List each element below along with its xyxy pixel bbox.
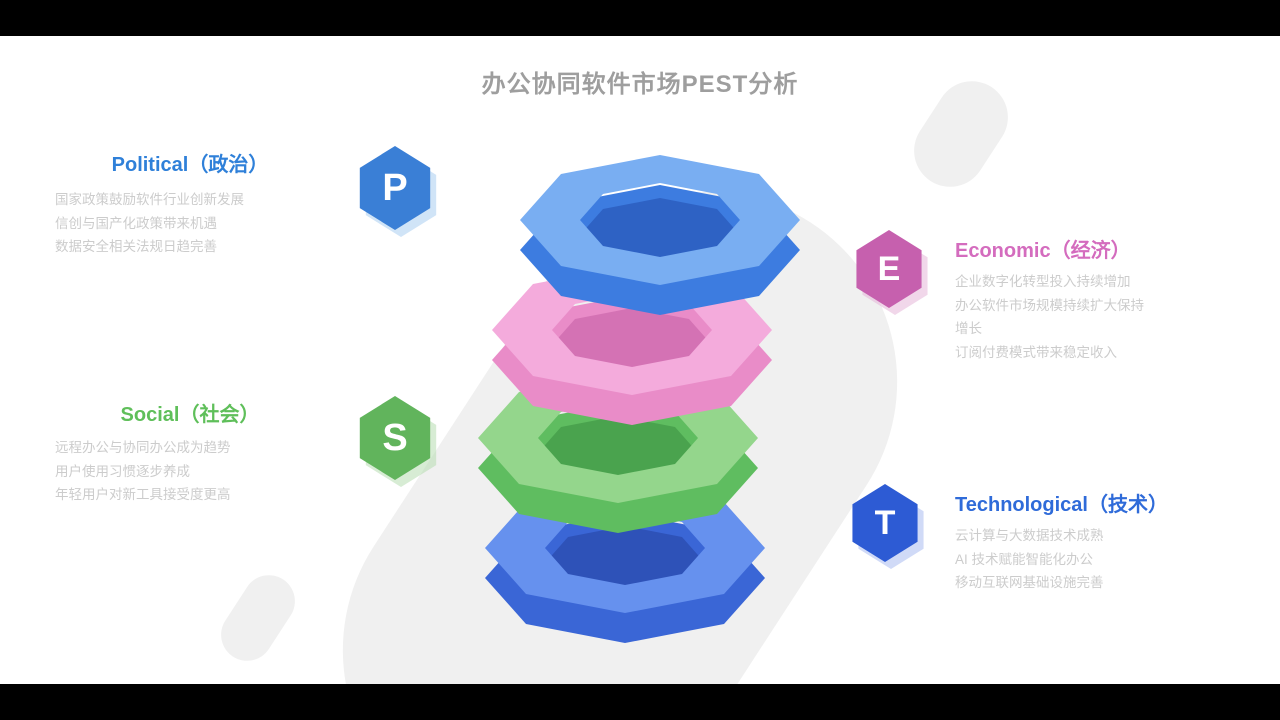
political-text: 国家政策鼓励软件行业创新发展 信创与国产化政策带来机遇 数据安全相关法规日趋完善 xyxy=(55,188,335,259)
economic-line: 订阅付费模式带来稳定收入 xyxy=(955,344,1117,360)
technological-line: 移动互联网基础设施完善 xyxy=(955,575,1104,591)
economic-line: 企业数字化转型投入持续增加 xyxy=(955,274,1131,289)
political-heading: Political（政治） xyxy=(111,154,269,176)
political-line: 信创与国产化政策带来机遇 xyxy=(55,215,217,231)
background-pill-bottom-left xyxy=(211,565,305,671)
technological-line: 云计算与大数据技术成熟 xyxy=(955,528,1104,543)
social-line: 年轻用户对新工具接受度更高 xyxy=(55,487,231,503)
social-hexagon-badge: S xyxy=(355,396,437,487)
top-blue-ring xyxy=(520,155,800,315)
political-line: 数据安全相关法规日趋完善 xyxy=(55,239,217,255)
technological-hexagon-badge: T xyxy=(848,484,924,569)
social-text: 远程办公与协同办公成为趋势 用户使用习惯逐步养成 年轻用户对新工具接受度更高 xyxy=(55,436,335,507)
economic-line: 增长 xyxy=(955,321,982,337)
economic-hexagon-badge: E xyxy=(852,230,928,315)
political-line: 国家政策鼓励软件行业创新发展 xyxy=(55,192,244,207)
social-line: 用户使用习惯逐步养成 xyxy=(55,463,190,479)
social-heading: Social（社会） xyxy=(120,404,260,426)
political-hexagon-badge: P xyxy=(355,146,437,237)
economic-text: 企业数字化转型投入持续增加 办公软件市场规模持续扩大保持 增长 订阅付费模式带来… xyxy=(955,270,1245,365)
economic-heading: Economic（经济） xyxy=(955,240,1131,262)
social-line: 远程办公与协同办公成为趋势 xyxy=(55,440,231,455)
technological-heading: Technological（技术） xyxy=(955,494,1168,516)
technological-text: 云计算与大数据技术成熟 AI 技术赋能智能化办公 移动互联网基础设施完善 xyxy=(955,524,1245,595)
pest-ring-stack xyxy=(478,155,800,643)
technological-line: AI 技术赋能智能化办公 xyxy=(955,551,1094,567)
page-title: 办公协同软件市场PEST分析 xyxy=(481,71,799,98)
economic-line: 办公软件市场规模持续扩大保持 xyxy=(955,297,1144,313)
slide-canvas: 办公协同软件市场PEST分析 Political（政治） xyxy=(0,36,1280,684)
